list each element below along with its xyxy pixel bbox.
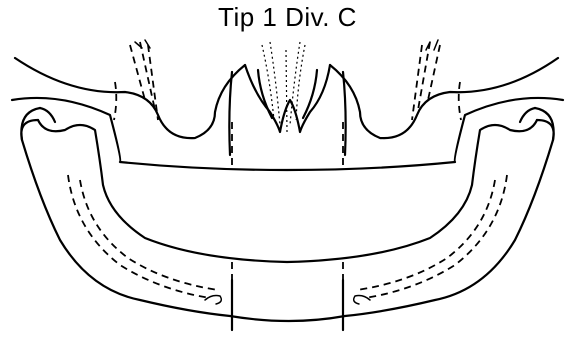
mandible-outline [21, 108, 553, 321]
sinus-outlines [12, 70, 563, 170]
mandibular-canals [68, 175, 507, 304]
dotted-root-lines [114, 40, 461, 132]
vertical-reference-lines [232, 122, 343, 330]
